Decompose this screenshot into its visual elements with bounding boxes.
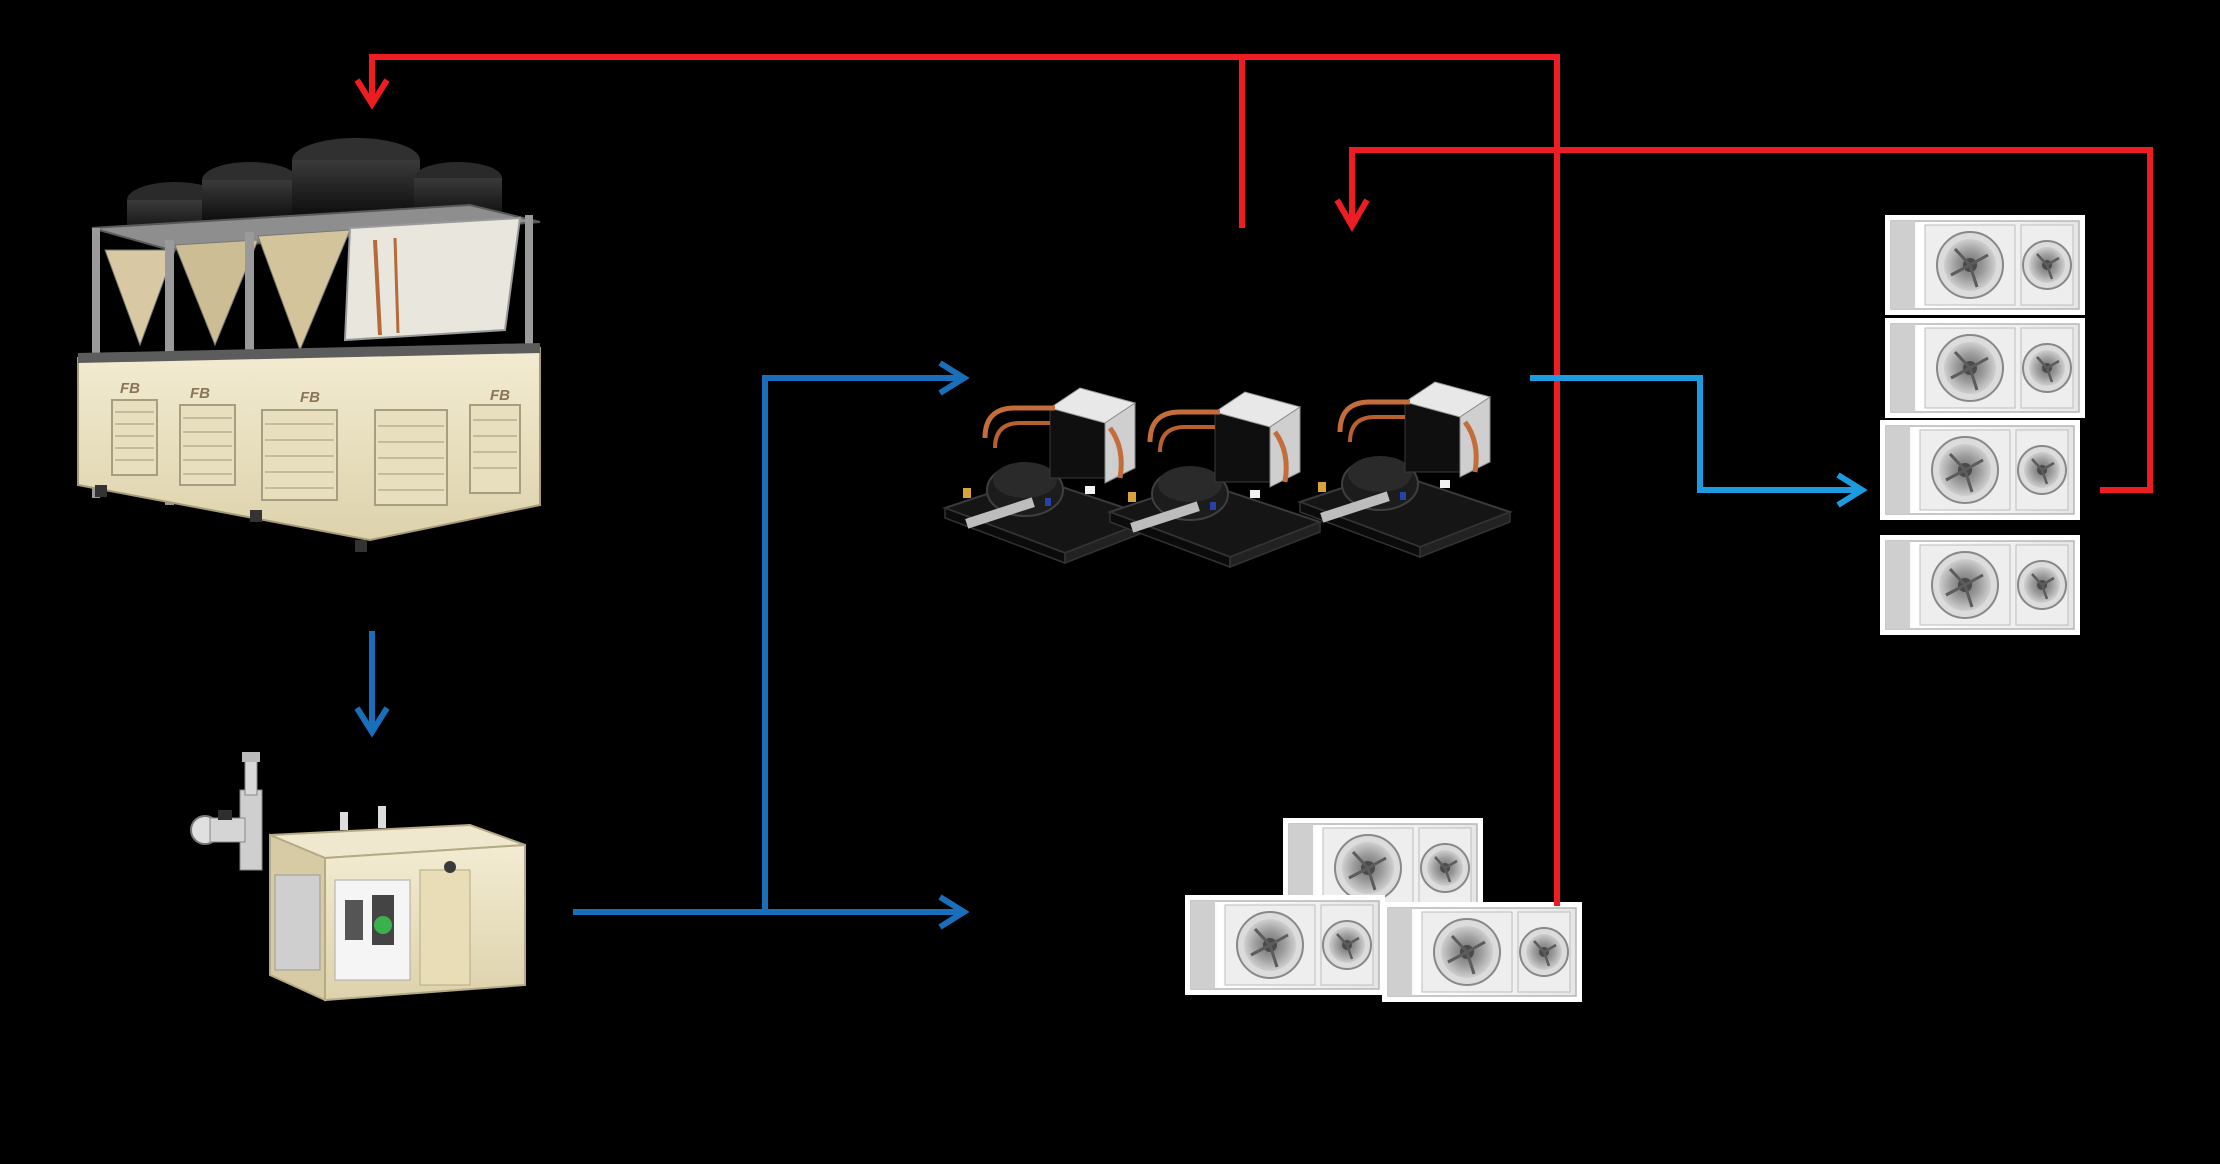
arrowhead-right-condensing [938,360,970,396]
supply-lines [369,375,963,915]
supply-line-riser [762,375,963,912]
arrowhead-down-condensing [1334,198,1370,233]
return-arrowheads [354,78,1370,233]
return-lines [369,54,2153,906]
arrowhead-down-pump [354,706,390,738]
chiller-brand-label-1: FB [120,380,140,397]
chiller-icon: FB FB FB FB [77,138,541,552]
arrowhead-right-cluster [938,894,970,930]
unit-cooler-icon [1883,316,2087,420]
return-line-from-stack [1349,147,2153,493]
unit-cooler-icon [1380,900,1584,1004]
chiller-brand-label-3: FB [300,389,320,406]
chiller-brand-label-2: FB [190,385,210,402]
pump-module-icon [190,752,526,1002]
supply-arrowheads [354,360,970,930]
supply-line-condensing-to-stack [1530,375,1860,493]
condensing-units [945,382,1510,567]
unit-cooler-icon [1878,418,2082,522]
arrowhead-down-chiller [354,78,390,110]
unit-cooler-icon [1883,213,2087,317]
unit-cooler-icon [1878,533,2082,637]
supply-light-lines [1530,375,1868,508]
evaporator-stack [1878,213,2087,637]
condensing-unit-icon [945,388,1155,563]
arrowhead-right-stack [1836,472,1868,508]
chiller-brand-label-4: FB [490,387,510,404]
evaporator-cluster [1183,816,1584,1004]
condensing-unit-icon [1300,382,1510,557]
return-line-to-chiller [369,54,1560,906]
condensing-unit-icon [1110,392,1320,567]
unit-cooler-icon [1183,893,1387,997]
